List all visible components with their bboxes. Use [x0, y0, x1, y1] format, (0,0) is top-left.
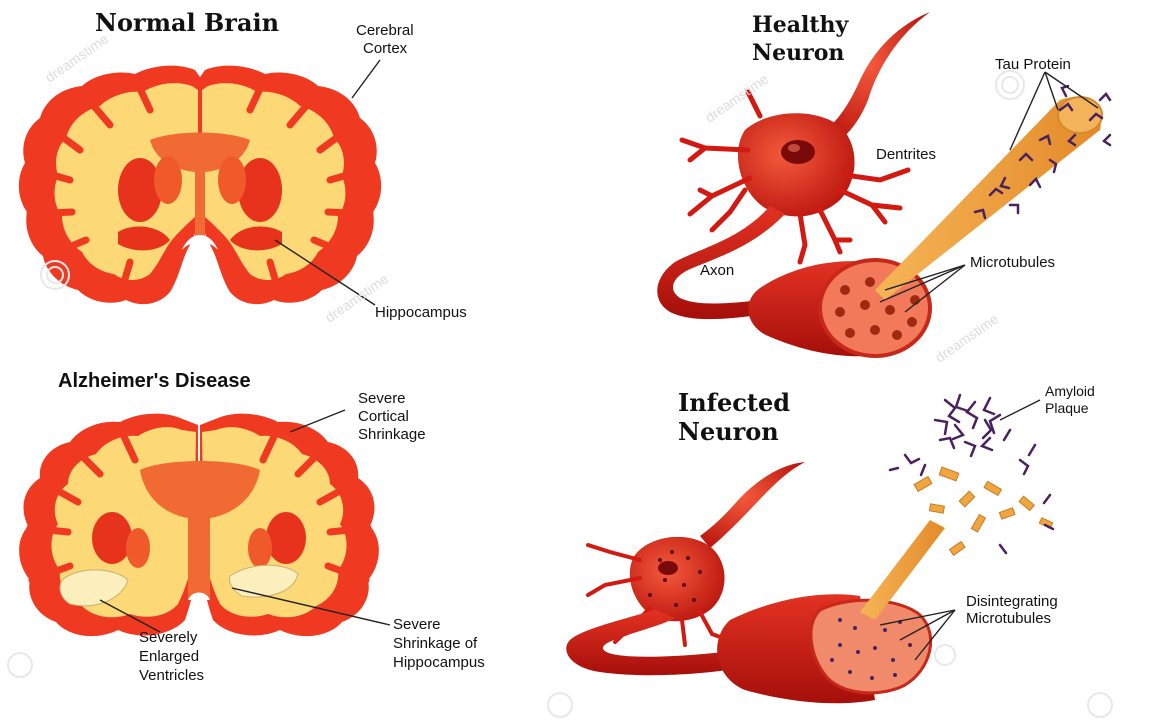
label-amyloid-1: Amyloid	[1045, 382, 1095, 400]
label-hippocampus: Hippocampus	[375, 304, 467, 322]
alzheimers-title: Alzheimer's Disease	[58, 370, 251, 393]
label-disintegrating-1: Disintegrating	[966, 593, 1058, 611]
healthy-neuron-nucleus	[781, 140, 815, 164]
alzheimers-brain-illustration	[19, 414, 379, 636]
normal-brain-title: Normal Brain	[95, 8, 279, 37]
label-cortical-2: Cortical	[358, 408, 409, 426]
label-hippo-shrink-1: Severe	[393, 616, 441, 634]
label-ventricles-2: Enlarged	[139, 648, 199, 666]
label-axon: Axon	[700, 262, 734, 280]
infected-neuron-title-line2: Neuron	[678, 417, 779, 446]
healthy-neuron-title-line2: Neuron	[752, 40, 844, 66]
label-disintegrating-2: Microtubules	[966, 610, 1051, 628]
label-cerebral-cortex-2: Cortex	[363, 40, 407, 58]
healthy-neuron-title-line1: Healthy	[752, 12, 848, 38]
normal-brain-illustration	[19, 66, 381, 305]
label-cortical-3: Shrinkage	[358, 426, 426, 444]
label-ventricles-1: Severely	[139, 629, 197, 647]
label-microtubules: Microtubules	[970, 254, 1055, 272]
label-cortical-1: Severe	[358, 390, 406, 408]
label-dendrites: Dentrites	[876, 146, 936, 164]
label-amyloid-2: Plaque	[1045, 399, 1089, 417]
label-hippo-shrink-3: Hippocampus	[393, 654, 485, 672]
amyloid-plaque	[890, 395, 1053, 553]
infected-neuron-title-line1: Infected	[678, 388, 790, 417]
infected-neuron-illustration	[566, 395, 1053, 703]
label-tau-protein: Tau Protein	[995, 56, 1071, 74]
label-hippo-shrink-2: Shrinkage of	[393, 635, 477, 653]
label-ventricles-3: Ventricles	[139, 667, 204, 685]
label-cerebral-cortex-1: Cerebral	[356, 22, 414, 40]
